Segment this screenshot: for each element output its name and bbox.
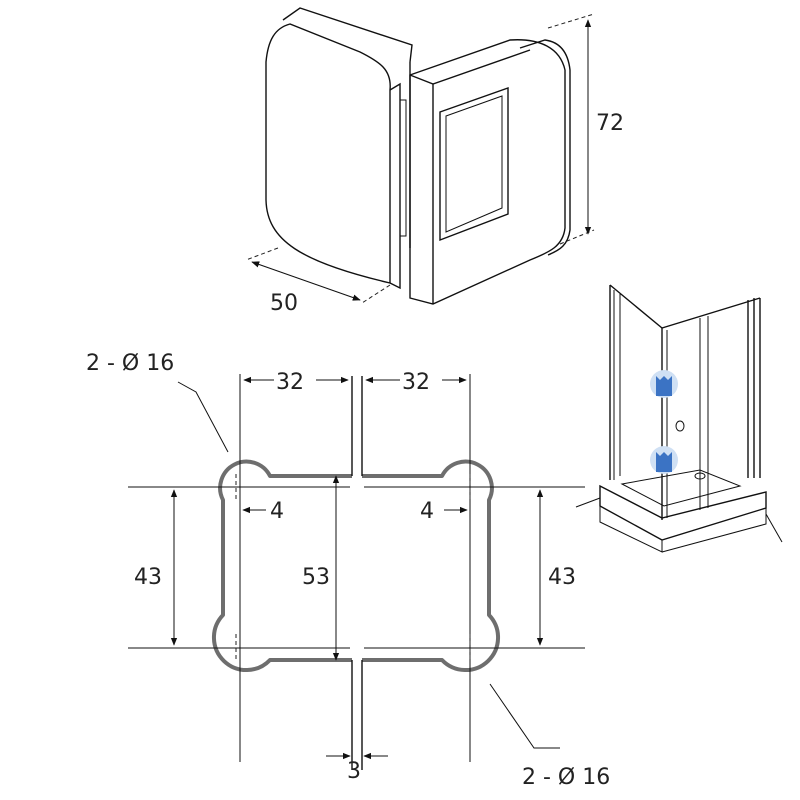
hinge-3d-illustration: 72 50 bbox=[245, 7, 624, 316]
left-hinge-edge bbox=[389, 82, 401, 290]
hinge-knuckle bbox=[400, 99, 407, 237]
left-hinge-face bbox=[265, 23, 391, 284]
depth-ext-right bbox=[361, 284, 391, 304]
shower-top-frame bbox=[609, 284, 761, 329]
left-height-label: 43 bbox=[134, 565, 162, 590]
bottom-hole-leader bbox=[489, 683, 560, 749]
height-label: 72 bbox=[596, 111, 624, 136]
floor-line-right bbox=[765, 513, 783, 543]
door-handle bbox=[675, 420, 685, 432]
shower-drain bbox=[694, 472, 706, 480]
glass-window bbox=[439, 87, 509, 242]
right-width-label: 32 bbox=[402, 370, 430, 395]
lower-hinge-marker bbox=[656, 452, 672, 472]
left-offset-label: 4 bbox=[270, 499, 284, 524]
glass-cutout-drawing: 32 32 4 4 43 53 43 3 2 - Ø 16 2 - Ø 16 bbox=[86, 351, 610, 790]
depth-ext-left bbox=[245, 247, 279, 261]
bottom-hole-note: 2 - Ø 16 bbox=[522, 765, 610, 790]
left-cutout-outline bbox=[212, 459, 352, 672]
shower-left-panel-edge bbox=[613, 290, 621, 480]
left-plate-back-edge bbox=[282, 7, 413, 63]
gap-width-label: 3 bbox=[347, 759, 361, 784]
upper-hinge-marker bbox=[656, 376, 672, 396]
shower-base bbox=[599, 506, 663, 553]
top-hole-note: 2 - Ø 16 bbox=[86, 351, 174, 376]
shower-door-edge bbox=[699, 316, 709, 510]
center-height-label: 53 bbox=[302, 565, 330, 590]
right-hinge-top-edge bbox=[409, 49, 531, 85]
shower-tray-basin bbox=[620, 469, 742, 507]
shower-tray bbox=[599, 484, 767, 541]
top-hole-leader bbox=[177, 381, 229, 453]
glass-window-inner bbox=[445, 95, 503, 233]
depth-label: 50 bbox=[270, 291, 298, 316]
right-hinge-body bbox=[409, 39, 566, 305]
height-ext-bottom bbox=[559, 229, 595, 245]
floor-line-left bbox=[575, 497, 601, 508]
left-width-label: 32 bbox=[276, 370, 304, 395]
right-width-mask bbox=[400, 366, 442, 392]
left-width-mask bbox=[274, 366, 316, 392]
height-ext-top bbox=[547, 13, 595, 29]
right-height-label: 43 bbox=[548, 565, 576, 590]
shower-right-panel-edge bbox=[747, 298, 761, 478]
right-offset-label: 4 bbox=[420, 499, 434, 524]
shower-base-side bbox=[661, 508, 767, 553]
shower-enclosure-illustration bbox=[575, 284, 783, 553]
depth-dimension-line bbox=[251, 261, 361, 301]
right-hinge-back-plate bbox=[519, 39, 571, 256]
right-cutout-outline bbox=[362, 459, 500, 672]
